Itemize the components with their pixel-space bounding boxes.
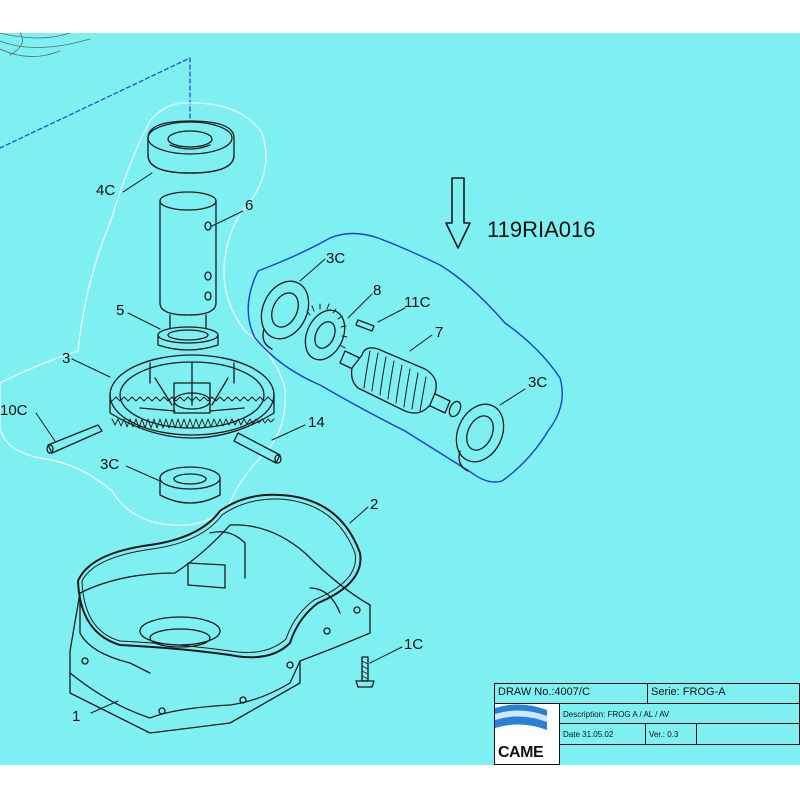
callout-3c-right: 3C: [528, 374, 548, 391]
title-block-empty-cell: [696, 723, 800, 745]
callout-4c: 4C: [96, 182, 116, 199]
part-10c-pin: [46, 424, 103, 454]
part-4c-bearing: [147, 120, 235, 174]
callout-11c: 11C: [404, 294, 431, 311]
callout-10c: 10C: [0, 402, 28, 419]
part-14-pin: [233, 432, 282, 464]
callout-3c-bottom: 3C: [100, 456, 120, 473]
came-brand-text: CAME: [498, 744, 544, 761]
part-1c-screw: [355, 656, 375, 688]
part-7-worm-shaft: [339, 347, 462, 418]
callout-1: 1: [72, 708, 81, 725]
callout-3: 3: [62, 350, 71, 367]
came-flag-icon: [495, 704, 547, 730]
version-label: Ver.: 0.3: [645, 723, 697, 745]
callout-2: 2: [370, 496, 379, 513]
callout-5: 5: [116, 302, 125, 319]
description-label: Description: FROG A / AL / AV: [559, 703, 800, 724]
part-6-shaft: [159, 191, 217, 333]
callout-7: 7: [435, 324, 444, 341]
reference-down-arrow-icon: [445, 177, 471, 249]
serie-label: Serie: FROG-A: [647, 683, 800, 704]
part-11c-key: [355, 319, 375, 332]
part-5-ring: [157, 326, 219, 351]
draw-number: DRAW No.:4007/C: [494, 683, 648, 704]
part-3c-bottom-bearing: [159, 466, 221, 504]
callout-3c-top: 3C: [326, 250, 346, 267]
axis-dashed-lines: [0, 57, 191, 149]
drawing-sheet: 4C 6 5 3 10C 3C 14 2 1 1C 3C 8 11C 7 3C …: [0, 33, 800, 765]
callout-14: 14: [308, 414, 325, 431]
part-1-housing: [69, 524, 371, 734]
part-8-small-gear: [304, 303, 348, 361]
leader-lines: [35, 172, 526, 714]
worm-group-outline: [247, 232, 563, 483]
came-logo: CAME: [494, 703, 560, 765]
exploded-view-drawing: [0, 33, 563, 734]
background-housing-lines: [0, 33, 91, 57]
part-3c-top-bearing: [260, 280, 310, 350]
title-block: DRAW No.:4007/C Serie: FROG-A Descriptio…: [494, 683, 800, 765]
callout-8: 8: [373, 282, 382, 299]
reference-code: 119RIA016: [487, 217, 596, 242]
gear-group-outline: [0, 102, 286, 526]
callout-1c: 1C: [404, 636, 424, 653]
date-label: Date 31.05.02: [559, 723, 646, 745]
part-3c-right-bearing: [455, 403, 505, 472]
part-3-large-gear: [109, 354, 275, 439]
callout-6: 6: [245, 197, 254, 214]
